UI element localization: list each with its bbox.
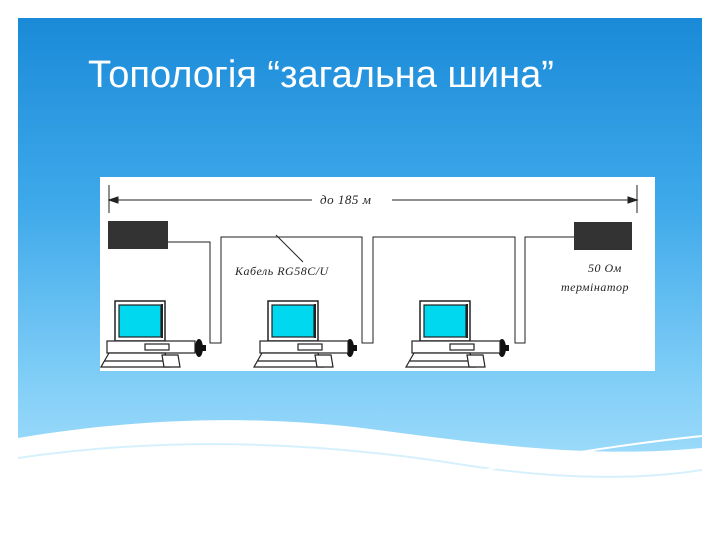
slide-title: Топологія “загальна шина”	[88, 54, 554, 96]
computer-2	[252, 300, 349, 368]
terminator-left	[108, 221, 168, 249]
bus-topology-diagram: до 185 м Кабель RG58C/U 50 Ом термінатор	[100, 177, 655, 371]
terminator-label: термінатор	[561, 280, 630, 294]
bus-cable	[168, 236, 574, 344]
computer-1	[100, 300, 196, 368]
decorative-waves	[18, 420, 702, 492]
slide: Топологія “загальна шина”	[18, 18, 702, 492]
terminator-ohms-label: 50 Ом	[588, 261, 622, 275]
distance-arrow	[107, 185, 639, 213]
terminator-right	[574, 222, 632, 250]
computer-3	[404, 300, 501, 368]
distance-label: до 185 м	[320, 192, 372, 207]
cable-label: Кабель RG58C/U	[235, 264, 329, 278]
